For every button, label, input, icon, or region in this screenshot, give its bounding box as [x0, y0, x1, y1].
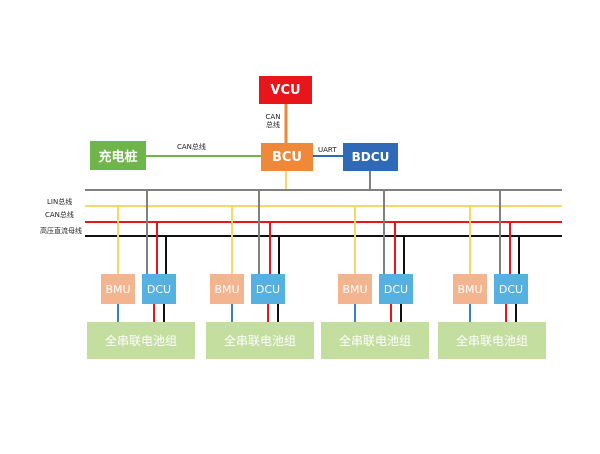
bmu-node-3: BMU: [338, 274, 372, 304]
bmu-label: BMU: [342, 282, 368, 296]
bcu-node: BCU: [261, 143, 313, 171]
pack-label: 全串联电池组: [455, 334, 528, 348]
lin-bus-label: LIN总线: [47, 198, 73, 206]
bdcu-node: BDCU: [343, 143, 398, 171]
charger-node: 充电桩: [90, 141, 146, 170]
battery-pack-4: 全串联电池组: [438, 322, 546, 359]
dcu-node-2: DCU: [251, 274, 285, 304]
bdcu-label: BDCU: [351, 150, 390, 164]
dcu-label: DCU: [383, 282, 409, 296]
battery-pack-2: 全串联电池组: [206, 322, 314, 359]
charger-label: 充电桩: [98, 150, 138, 165]
vcu-label: VCU: [270, 82, 301, 98]
battery-pack-1: 全串联电池组: [87, 322, 195, 359]
group-1-drops: [117, 190, 167, 322]
can-label-line1: CAN: [265, 113, 281, 121]
dcu-node-4: DCU: [494, 274, 528, 304]
dcu-label: DCU: [498, 282, 524, 296]
dcu-node-3: DCU: [379, 274, 413, 304]
bcu-label: BCU: [271, 149, 302, 165]
pack-label: 全串联电池组: [104, 334, 177, 348]
group-4-drops: [469, 190, 520, 322]
dcu-node-1: DCU: [142, 274, 176, 304]
group-3-drops: [354, 190, 405, 322]
dcu-label: DCU: [146, 282, 172, 296]
uart-label: UART: [318, 146, 337, 154]
bmu-label: BMU: [105, 282, 131, 296]
bmu-node-2: BMU: [210, 274, 244, 304]
can-bus-label: CAN总线: [45, 211, 74, 219]
bmu-node-1: BMU: [101, 274, 135, 304]
hv-bus-label: 高压直流母线: [40, 227, 82, 235]
group-2-drops: [231, 190, 280, 322]
pack-label: 全串联电池组: [223, 334, 296, 348]
pack-label: 全串联电池组: [338, 334, 411, 348]
can-label-line2: 总线: [266, 121, 280, 129]
charger-can-label: CAN总线: [177, 143, 206, 151]
bmu-label: BMU: [214, 282, 240, 296]
bmu-node-4: BMU: [453, 274, 487, 304]
vcu-node: VCU: [259, 76, 312, 104]
dcu-label: DCU: [255, 282, 281, 296]
battery-pack-3: 全串联电池组: [321, 322, 429, 359]
bmu-label: BMU: [457, 282, 483, 296]
